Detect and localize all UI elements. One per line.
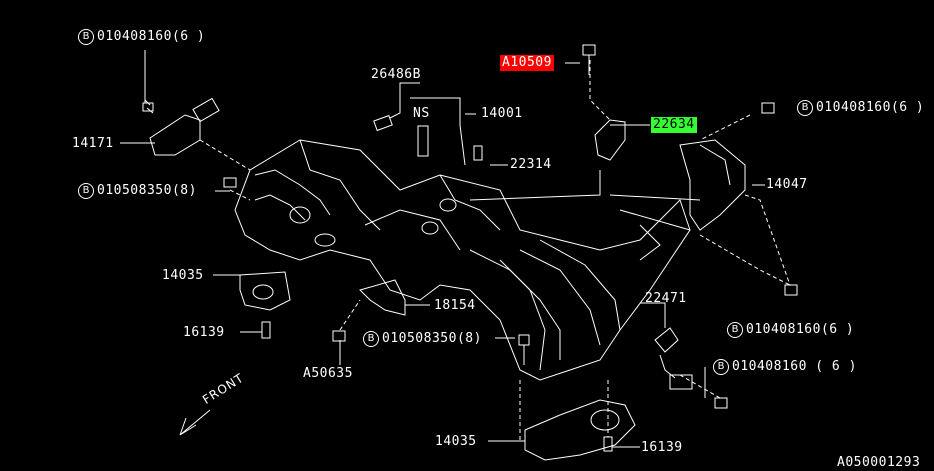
label-14035-bottom: 14035 [435, 434, 477, 449]
label-ns: NS [413, 106, 430, 121]
label-16139-bottom: 16139 [641, 440, 683, 455]
label-22314: 22314 [510, 157, 552, 172]
label-bolt-top-left: 010408160(6 ) [97, 29, 206, 44]
bracket-18154 [359, 279, 406, 316]
bracket-14047 [679, 139, 746, 231]
bolt-symbol: B [363, 331, 379, 347]
bolt-symbol: B [78, 29, 94, 45]
label-bolt-center: 010508350(8) [382, 331, 482, 346]
label-14171: 14171 [72, 136, 114, 151]
bolt-symbol: B [727, 322, 743, 338]
sensor-22471 [654, 327, 679, 353]
label-bolt-right-mid: 010408160(6 ) [746, 322, 855, 337]
label-14001: 14001 [481, 106, 523, 121]
sensor-22634 [594, 119, 626, 161]
label-a50635: A50635 [303, 366, 353, 381]
figure-code: A050001293 [837, 455, 921, 470]
front-arrow [179, 409, 211, 436]
label-18154: 18154 [434, 298, 476, 313]
bolt-symbol: B [713, 359, 729, 375]
label-bolt-right-top: 010408160(6 ) [816, 100, 925, 115]
label-22471: 22471 [645, 291, 687, 306]
label-bolt-right-low: 010408160 ( 6 ) [732, 359, 857, 374]
label-bolt-left-mid: 010508350(8) [97, 183, 197, 198]
gasket-left [239, 271, 291, 311]
gasket-bottom [524, 399, 636, 461]
bolt-symbol: B [78, 183, 94, 199]
label-14035-left: 14035 [162, 268, 204, 283]
intake-manifold [234, 139, 691, 381]
label-14047: 14047 [766, 177, 808, 192]
bolt-symbol: B [797, 100, 813, 116]
label-a10509[interactable]: A10509 [500, 55, 554, 71]
bracket-14171 [149, 114, 201, 156]
label-16139-left: 16139 [183, 325, 225, 340]
label-26486b: 26486B [371, 67, 421, 82]
label-22634[interactable]: 22634 [651, 117, 697, 133]
